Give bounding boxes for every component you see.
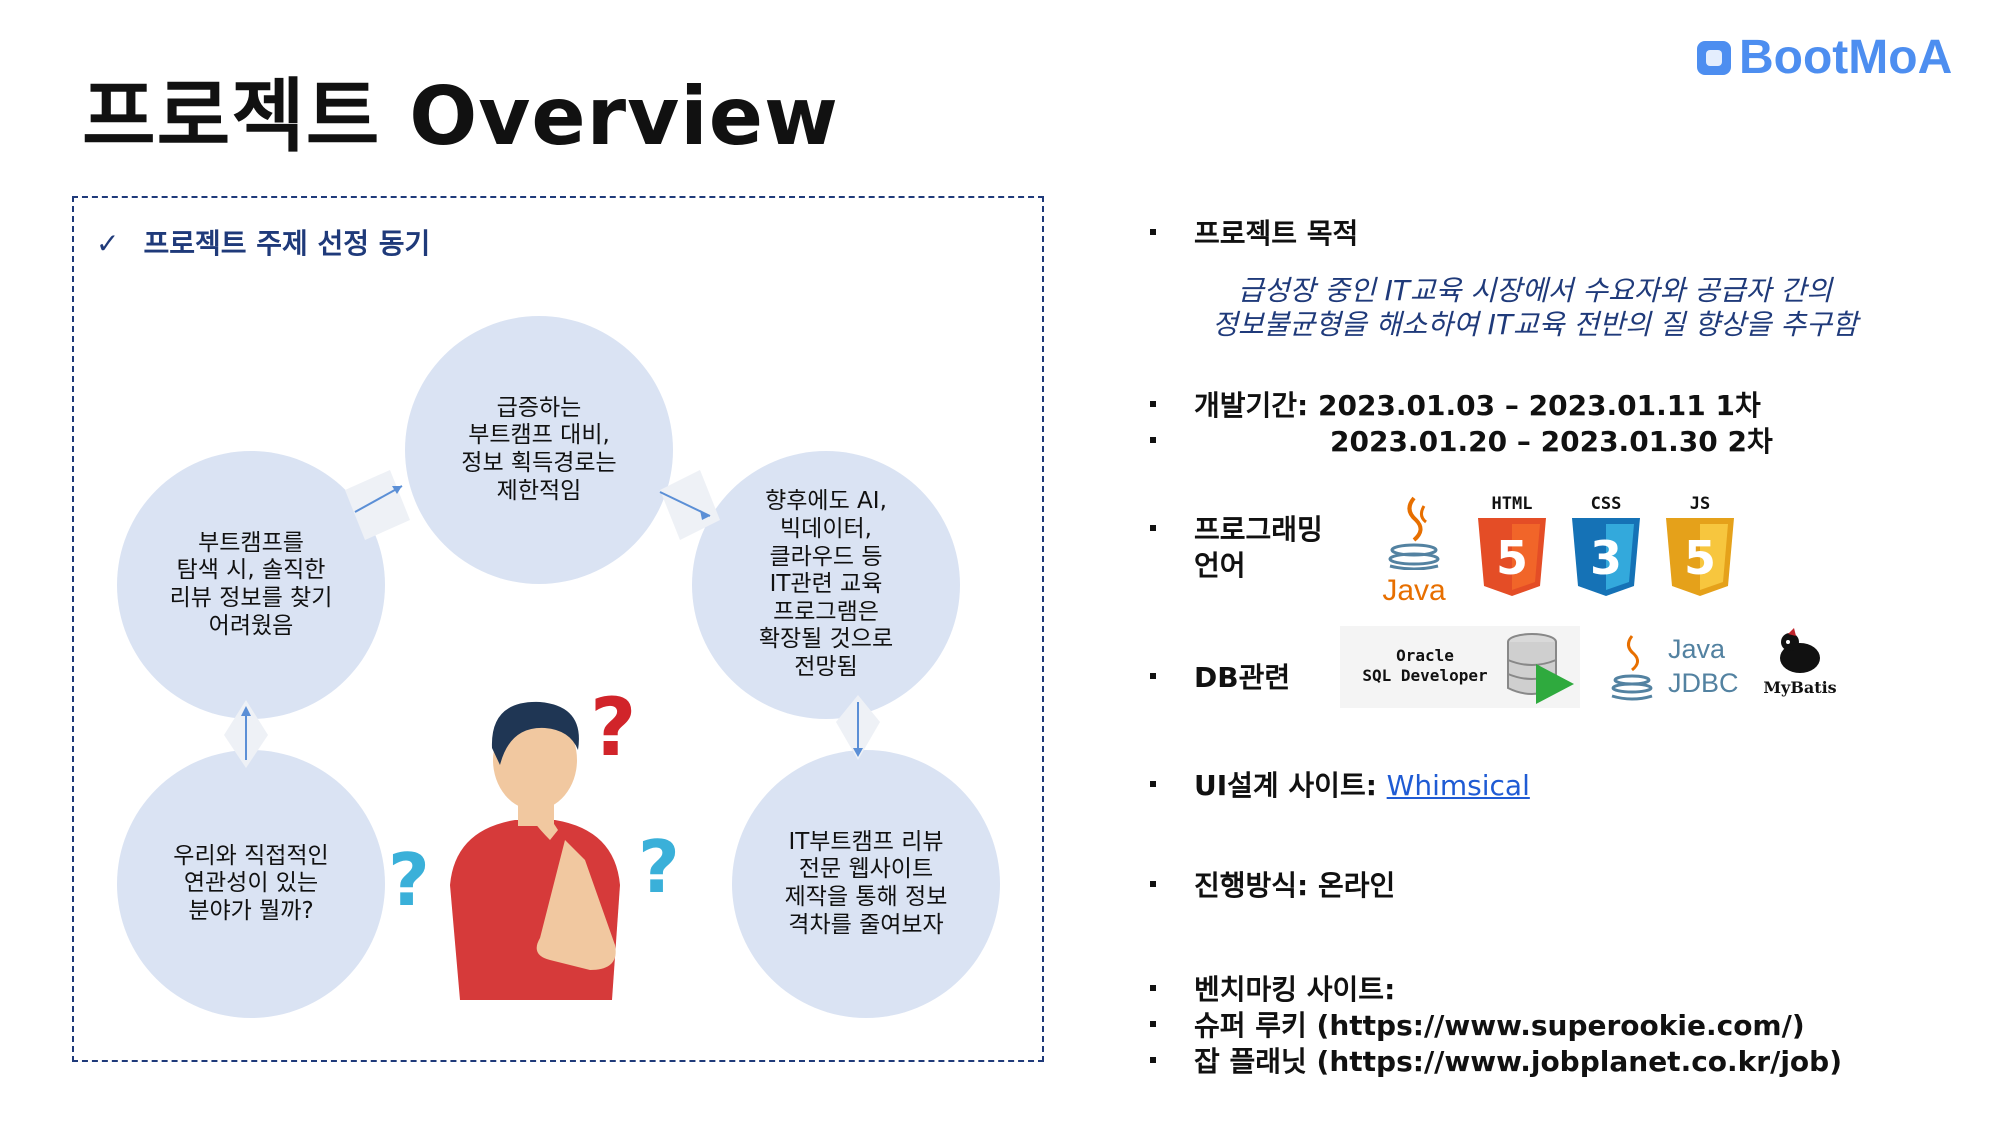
bullet-benchmark: 벤치마킹 사이트: (1150, 968, 1395, 1008)
method-label: 진행방식: 온라인 (1194, 869, 1396, 902)
benchmark-label: 벤치마킹 사이트: (1194, 973, 1396, 1006)
jdbc-label-1: Java (1668, 634, 1726, 664)
js-logo: JS 5 (1662, 494, 1738, 604)
cycle-arrows (224, 470, 880, 768)
js-shield-icon: 5 (1666, 518, 1734, 596)
purpose-label: 프로젝트 목적 (1194, 217, 1359, 250)
html5-label: HTML (1491, 494, 1533, 514)
period-label: 개발기간: 2023.01.03 – 2023.01.11 1차 (1194, 389, 1761, 422)
motivation-heading-text: 프로젝트 주제 선정 동기 (143, 227, 431, 260)
arrow-left-to-top (345, 470, 410, 540)
circle-bottom-right: IT부트캠프 리뷰 전문 웹사이트 제작을 통해 정보 격차를 줄여보자 (732, 750, 1000, 1018)
oracle-label-2: SQL Developer (1362, 666, 1488, 685)
check-icon: ✓ (96, 227, 120, 260)
circle-top-text: 급증하는 부트캠프 대비, 정보 획득경로는 제한적임 (461, 394, 617, 504)
java-jdbc-logo: Java JDBC (1606, 628, 1746, 708)
css3-label: CSS (1590, 494, 1622, 514)
jdbc-label-2: JDBC (1668, 668, 1739, 698)
js-label: JS (1689, 494, 1711, 514)
bullet-benchmark-1: 슈퍼 루키 (https://www.superookie.com/) (1150, 1004, 1805, 1044)
bullet-period: 개발기간: 2023.01.03 – 2023.01.11 1차 (1150, 384, 1761, 424)
mybatis-label: MyBatis (1763, 678, 1837, 697)
period-second: 2023.01.20 – 2023.01.30 2차 (1330, 425, 1773, 458)
circle-top: 급증하는 부트캠프 대비, 정보 획득경로는 제한적임 (405, 316, 673, 584)
question-mark-icon: ? (638, 825, 680, 909)
circle-right-text: 향후에도 AI, 빅데이터, 클라우드 등 IT관련 교육 프로그램은 확장될 … (758, 488, 894, 680)
java-cup-icon (1611, 635, 1653, 701)
js-number: 5 (1684, 531, 1716, 585)
java-logo: Java (1376, 492, 1452, 607)
html5-logo: HTML 5 (1474, 494, 1550, 604)
circle-bottom-right-text: IT부트캠프 리뷰 전문 웹사이트 제작을 통해 정보 격차를 줄여보자 (784, 828, 948, 938)
purpose-text: 급성장 중인 IT교육 시장에서 수요자와 공급자 간의 정보불균형을 해소하여… (1212, 274, 1858, 341)
database-play-icon (1507, 633, 1574, 704)
motivation-heading: ✓ 프로젝트 주제 선정 동기 (96, 222, 430, 262)
question-mark-icon: ? (590, 681, 636, 774)
db-label: DB관련 (1194, 661, 1291, 694)
bullet-method: 진행방식: 온라인 (1150, 864, 1395, 904)
language-label-2: 언어 (1194, 549, 1246, 582)
java-label: Java (1382, 574, 1446, 607)
bullet-benchmark-2: 잡 플래닛 (https://www.jobplanet.co.kr/job) (1150, 1040, 1842, 1080)
brand-logo: BootMoA (1697, 30, 1952, 85)
svg-text:?: ? (590, 681, 636, 774)
logo-icon (1697, 40, 1731, 75)
circle-bottom-left-text: 우리와 직접적인 연관성이 있는 분야가 뭘까? (173, 842, 329, 924)
bullet-period-second: 2023.01.20 – 2023.01.30 2차 (1150, 420, 1773, 460)
mybatis-bird-icon (1780, 628, 1820, 673)
css3-logo: CSS 3 (1568, 494, 1644, 604)
thinking-person-illustration: ? ? ? (388, 681, 680, 1000)
page-title: 프로젝트 Overview (82, 70, 839, 163)
css3-number: 3 (1590, 531, 1622, 585)
arrow-right-to-bottom (836, 695, 880, 760)
bullet-db: DB관련 (1150, 656, 1290, 696)
benchmark-jobplanet: 잡 플래닛 (https://www.jobplanet.co.kr/job) (1194, 1045, 1843, 1078)
arrow-bottom-to-left (224, 700, 268, 768)
css3-shield-icon: 3 (1572, 518, 1640, 596)
html5-number: 5 (1496, 531, 1528, 585)
oracle-sql-developer-logo: Oracle SQL Developer (1340, 626, 1580, 708)
svg-text:?: ? (388, 838, 430, 922)
mybatis-logo: MyBatis (1752, 628, 1848, 710)
circle-bottom-left: 우리와 직접적인 연관성이 있는 분야가 뭘까? (117, 750, 385, 1018)
java-cup-icon (1388, 496, 1440, 571)
bullet-ui: UI설계 사이트: Whimsical (1150, 764, 1530, 804)
whimsical-link[interactable]: Whimsical (1386, 769, 1530, 802)
oracle-label-1: Oracle (1396, 646, 1454, 665)
circle-left-text: 부트캠프를 탐색 시, 솔직한 리뷰 정보를 찾기 어려웠음 (169, 529, 333, 639)
benchmark-superookie: 슈퍼 루키 (https://www.superookie.com/) (1194, 1009, 1805, 1042)
circle-left: 부트캠프를 탐색 시, 솔직한 리뷰 정보를 찾기 어려웠음 (117, 451, 385, 719)
html5-shield-icon: 5 (1478, 518, 1546, 596)
language-label-1: 프로그래밍 (1194, 513, 1323, 546)
arrow-top-to-right (659, 470, 720, 540)
ui-label: UI설계 사이트: (1194, 769, 1387, 802)
svg-text:?: ? (638, 825, 680, 909)
motivation-panel (72, 196, 1044, 1062)
question-mark-icon: ? (388, 838, 430, 922)
circle-right: 향후에도 AI, 빅데이터, 클라우드 등 IT관련 교육 프로그램은 확장될 … (692, 451, 960, 719)
bullet-purpose: 프로젝트 목적 (1150, 212, 1358, 252)
bullet-language: 프로그래밍 (1150, 508, 1323, 548)
logo-text: BootMoA (1739, 31, 1953, 84)
